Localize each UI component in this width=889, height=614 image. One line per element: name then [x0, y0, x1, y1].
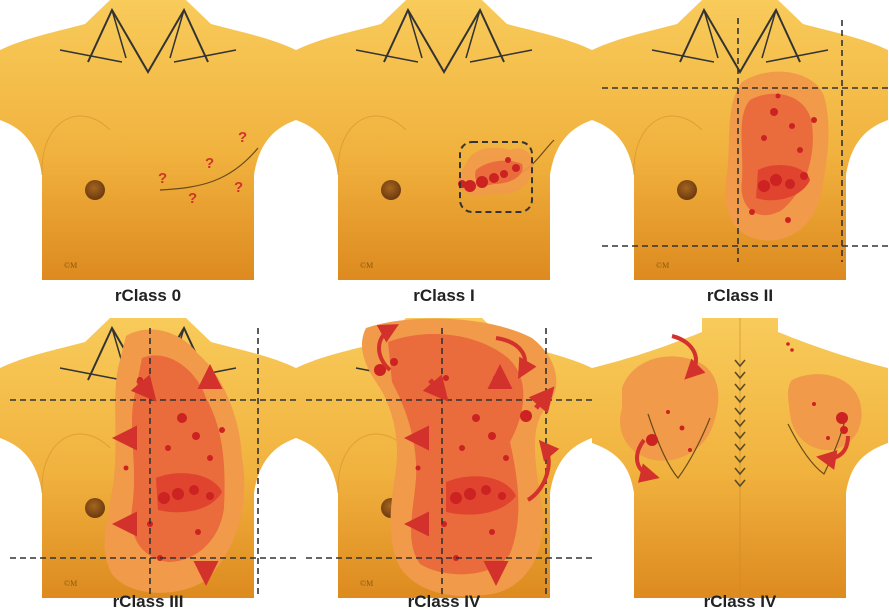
caption-rclass-4-back: rClass IV	[592, 592, 888, 612]
question-mark: ?	[188, 190, 197, 207]
question-mark: ?	[205, 155, 214, 172]
panel-rclass-2	[592, 0, 888, 280]
question-mark: ?	[234, 179, 243, 196]
caption-rclass-1: rClass I	[296, 286, 592, 306]
caption-rclass-2: rClass II	[592, 286, 888, 306]
caption-rclass-4-front: rClass IV	[296, 592, 592, 612]
question-mark: ?	[238, 129, 247, 146]
panel-rclass-3	[0, 318, 296, 598]
question-mark: ?	[158, 170, 167, 187]
panel-rclass-4-back	[592, 318, 888, 598]
caption-rclass-3: rClass III	[0, 592, 296, 612]
panel-rclass-4-front	[296, 318, 592, 598]
panel-rclass-1	[296, 0, 592, 280]
panel-rclass-0: ? ? ? ? ?	[0, 0, 296, 280]
caption-rclass-0: rClass 0	[0, 286, 296, 306]
